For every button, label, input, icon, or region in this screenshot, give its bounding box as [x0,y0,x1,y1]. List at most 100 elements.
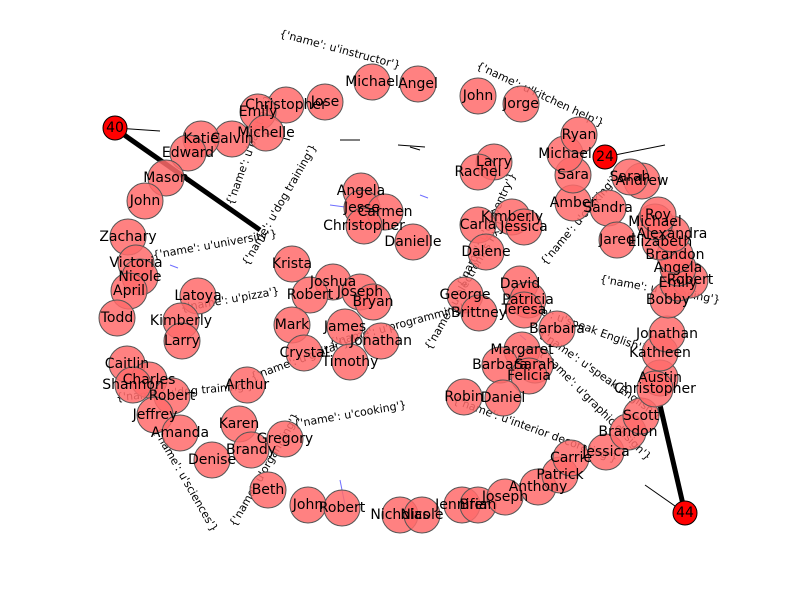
node-label: Larry [476,154,512,170]
node-label: Jeffrey [132,407,178,423]
graph-edge [397,144,426,148]
graph-node [445,378,483,416]
node-label: Jorge [502,96,539,112]
node-label: Teresa [501,302,547,318]
graph-node [467,233,505,271]
node-label: Brian [460,497,497,513]
graph-node [273,245,311,283]
graph-edge [419,194,429,199]
node-label: Kathleen [629,345,691,361]
node-label: Scott [623,408,660,424]
graph-node [354,283,392,321]
node-label: Carrie [550,450,592,466]
graph-node [114,366,152,404]
node-label: Margaret [490,342,554,358]
node-label: Denise [188,452,236,468]
graph-node [291,276,329,314]
node-label: John [292,497,323,513]
graph-node [560,116,598,154]
node-label: Sara [557,167,589,183]
graph-edge [169,264,179,269]
node-label: Michelle [237,125,295,141]
node-label: Patricia [502,292,554,308]
node-label: Patrick [536,467,584,483]
node-label: Robert [667,272,714,288]
hub-label: 40 [106,120,124,136]
graph-node [306,83,344,121]
hub-label: 44 [676,505,694,521]
node-label: Dalene [461,244,510,260]
node-label: Crystal [279,345,328,361]
node-label: Joseph [336,284,383,300]
node-label: Rachel [454,164,501,180]
node-label: April [113,283,145,299]
node-label: Brandon [645,247,704,263]
node-label: Larry [164,333,200,349]
node-label: Todd [100,310,134,326]
node-label: Caitlin [105,356,149,372]
graph-node [502,85,540,123]
node-label: Joshua [309,274,356,290]
node-label: Carla [460,217,497,233]
node-label: John [129,193,160,209]
graph-node [126,182,164,220]
graph-node [323,489,361,527]
node-label: Brandon [598,424,657,440]
node-label: Charles [123,372,176,388]
node-label: Edward [162,145,214,161]
node-label: Katie [183,131,219,147]
node-label: Nicholas [370,507,429,523]
node-label: Angel [398,76,438,92]
graph-node [169,134,207,172]
node-label: Angela [654,260,702,276]
node-label: Nicole [118,269,161,285]
node-label: Jesse [343,200,380,216]
node-label: Jose [310,94,340,110]
graph-node [163,322,201,360]
graph-node [538,310,576,348]
graph-node [510,357,548,395]
edge-label: {'name': u'cooking'} [292,398,407,431]
node-label: Timothy [321,354,379,370]
graph-node [331,343,369,381]
node-label: Christopher [614,381,696,397]
node-label: Barbara [529,321,585,337]
graph-node [459,153,497,191]
graph-node [459,77,497,115]
graph-node [399,65,437,103]
hub-node [592,144,618,170]
graph-node [611,158,649,196]
node-label: Latoya [174,288,221,304]
node-label: Elizabeth [628,234,692,250]
graph-node [403,496,441,534]
node-label: Felicia [507,368,551,384]
node-label: Christopher [245,97,327,113]
graph-node [636,370,674,408]
node-label: Joseph [481,489,528,505]
node-label: Danielle [384,234,441,250]
node-label: Carmen [358,204,413,220]
node-label: Jessica [581,444,630,460]
node-label: Calvin [210,131,253,147]
node-label: James [323,319,366,335]
hub-node [102,115,128,141]
node-label: Jared [598,232,635,248]
node-label: Daniel [481,390,526,406]
node-label: Robin [444,389,483,405]
node-label: Arthur [225,377,270,393]
node-label: Michael [628,214,682,230]
graph-node [394,223,432,261]
node-label: Roy [645,207,671,223]
node-label: Gregory [257,431,313,447]
node-label: Anthony [509,479,568,495]
graph-node [362,322,400,360]
node-label: Sarah [610,169,651,185]
node-label: Robert [319,500,366,516]
graph-node [193,441,231,479]
graph-node [266,420,304,458]
graph-node [639,196,677,234]
node-label: Alexandra [637,226,708,242]
